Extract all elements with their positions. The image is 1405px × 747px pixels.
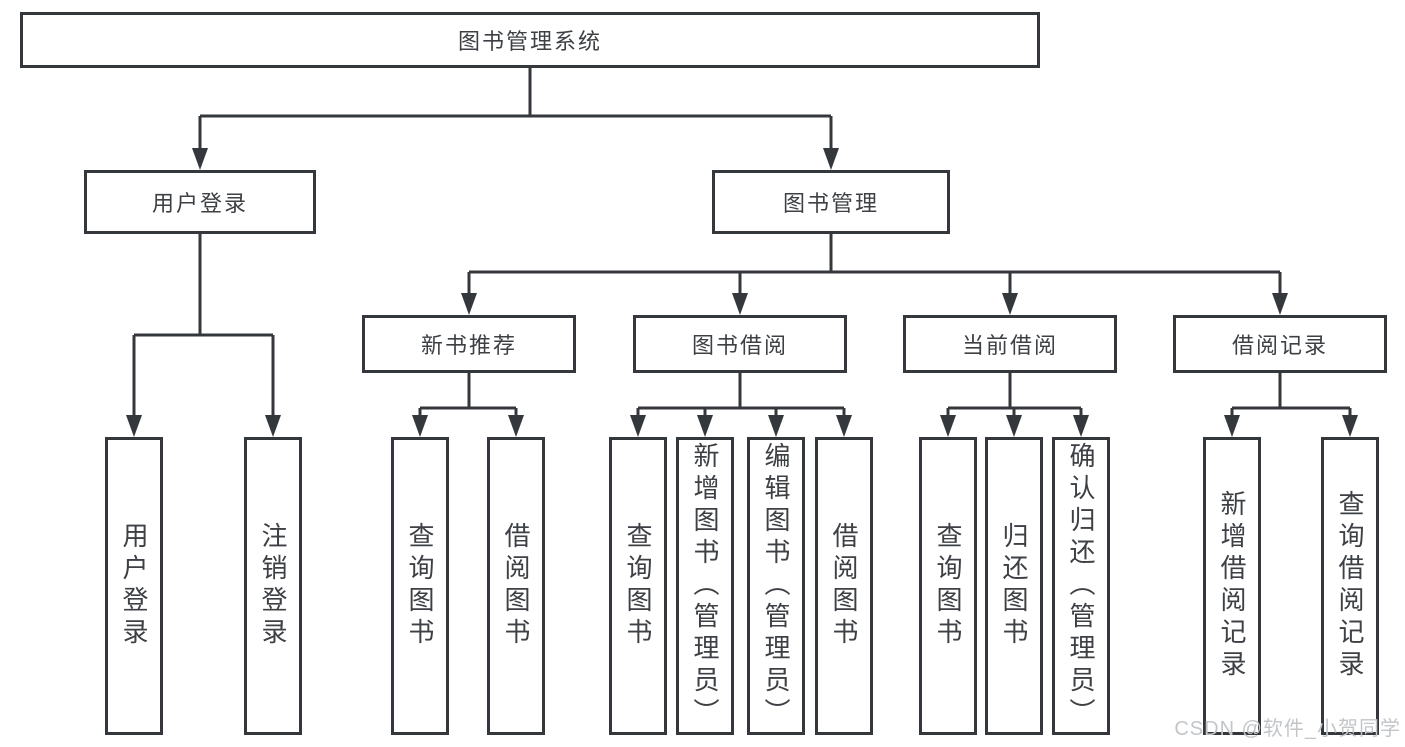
leaf-query-books-current: 查询图书	[919, 437, 977, 735]
node-label: 图书管理系统	[457, 29, 602, 54]
leaf-label: 确认归还（管理员）	[1066, 442, 1096, 730]
leaf-label: 注销登录	[258, 522, 288, 650]
leaf-edit-book-admin: 编辑图书（管理员）	[747, 437, 805, 735]
leaf-label: 查询图书	[933, 522, 963, 650]
leaf-label: 借阅图书	[829, 522, 859, 650]
leaf-label: 用户登录	[119, 522, 149, 650]
node-user-login: 用户登录	[84, 170, 316, 234]
leaf-borrow-books-recommend: 借阅图书	[487, 437, 545, 735]
leaf-label: 查询图书	[623, 522, 653, 650]
leaf-confirm-return-admin: 确认归还（管理员）	[1052, 437, 1110, 735]
leaf-logout: 注销登录	[244, 437, 302, 735]
node-label: 借阅记录	[1231, 333, 1328, 358]
node-book-borrowing: 图书借阅	[633, 315, 847, 373]
leaf-add-book-admin: 新增图书（管理员）	[676, 437, 734, 735]
leaf-query-books-recommend: 查询图书	[391, 437, 449, 735]
leaf-label: 编辑图书（管理员）	[761, 442, 791, 730]
leaf-user-login: 用户登录	[105, 437, 163, 735]
node-label: 图书借阅	[691, 333, 788, 358]
leaf-borrow-books: 借阅图书	[815, 437, 873, 735]
node-library-management-system: 图书管理系统	[20, 12, 1040, 68]
node-label: 当前借阅	[961, 333, 1058, 358]
leaf-return-book: 归还图书	[985, 437, 1043, 735]
leaf-query-borrow-record: 查询借阅记录	[1321, 437, 1379, 735]
node-book-management: 图书管理	[712, 170, 950, 234]
node-current-borrowing: 当前借阅	[903, 315, 1117, 373]
leaf-label: 查询图书	[405, 522, 435, 650]
leaf-label: 新增借阅记录	[1217, 490, 1247, 682]
node-label: 用户登录	[151, 191, 248, 216]
node-label: 图书管理	[782, 191, 879, 216]
leaf-label: 归还图书	[999, 522, 1029, 650]
node-label: 新书推荐	[420, 333, 517, 358]
node-borrowing-records: 借阅记录	[1173, 315, 1387, 373]
leaf-add-borrow-record: 新增借阅记录	[1203, 437, 1261, 735]
leaf-label: 查询借阅记录	[1335, 490, 1365, 682]
node-new-book-recommendation: 新书推荐	[362, 315, 576, 373]
leaf-label: 借阅图书	[501, 522, 531, 650]
leaf-query-books-borrow: 查询图书	[609, 437, 667, 735]
csdn-watermark: CSDN @软件_小贺同学	[1174, 718, 1401, 740]
leaf-label: 新增图书（管理员）	[690, 442, 720, 730]
